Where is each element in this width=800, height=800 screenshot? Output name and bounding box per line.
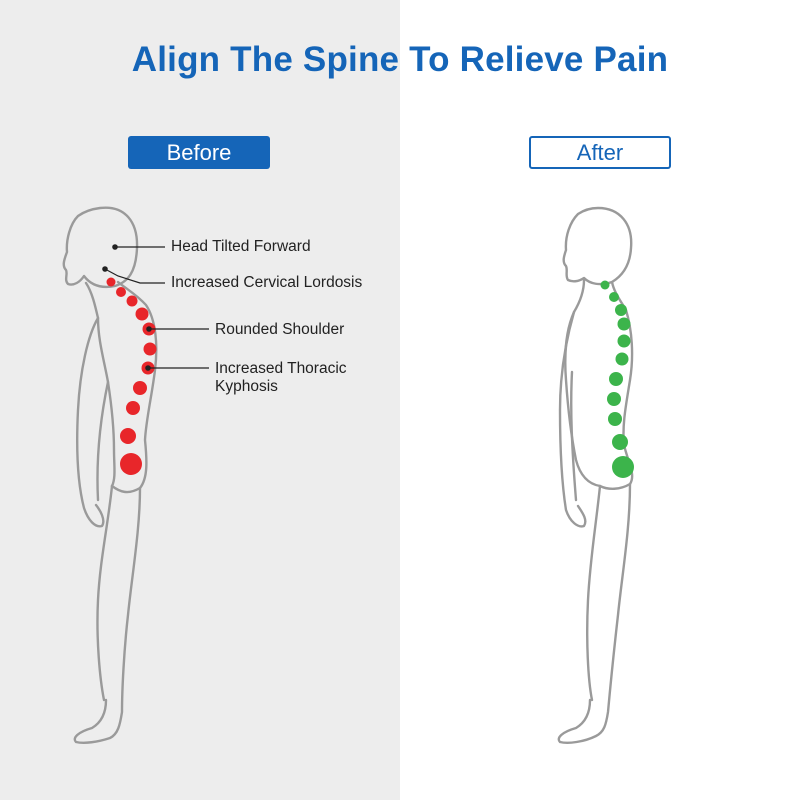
thoracic-leader-dot — [145, 365, 151, 371]
after-label: After — [529, 136, 671, 169]
annotation-leaders — [102, 244, 209, 371]
after-spine-dot — [615, 304, 627, 316]
annotation-head-tilted: Head Tilted Forward — [171, 238, 311, 255]
after-spine-dots — [600, 280, 634, 478]
annotation-rounded-shoulder: Rounded Shoulder — [215, 321, 345, 338]
annotation-thoracic-kyphosis: Increased Thoracic Kyphosis — [215, 360, 347, 396]
shoulder-leader-dot — [146, 326, 152, 332]
cervical-leader-dot — [102, 266, 108, 272]
after-panel-background — [400, 0, 800, 800]
before-spine-dot — [120, 428, 136, 444]
before-spine-dot — [106, 277, 116, 287]
before-spine-dot — [143, 342, 157, 356]
page-title: Align The Spine To Relieve Pain — [131, 40, 669, 79]
before-spine-dot — [126, 295, 138, 307]
after-spine-dot — [617, 334, 631, 348]
after-spine-dot — [615, 352, 629, 366]
annotation-cervical-lordosis: Increased Cervical Lordosis — [171, 274, 363, 291]
annotation-thoracic-line2: Kyphosis — [215, 378, 278, 395]
after-spine-dot — [608, 412, 622, 426]
before-spine-dot — [116, 287, 126, 297]
before-panel-background — [0, 0, 400, 800]
after-body-outline — [557, 206, 634, 744]
before-body-outline — [62, 206, 158, 744]
before-spine-dot — [120, 453, 142, 475]
annotation-thoracic-line1: Increased Thoracic — [215, 360, 347, 377]
before-label: Before — [128, 136, 270, 169]
before-spine-dots — [106, 277, 157, 475]
before-spine-dot — [133, 381, 147, 395]
before-spine-dot — [135, 307, 149, 321]
after-spine-dot — [600, 280, 610, 290]
after-spine-dot — [607, 392, 621, 406]
before-spine-dot — [126, 401, 140, 415]
after-spine-dot — [617, 317, 631, 331]
after-spine-dot — [609, 292, 619, 302]
cervical-leader-line — [104, 268, 165, 284]
head-leader-dot — [112, 244, 118, 250]
after-spine-dot — [609, 372, 623, 386]
after-spine-dot — [612, 434, 628, 450]
after-spine-dot — [612, 456, 634, 478]
